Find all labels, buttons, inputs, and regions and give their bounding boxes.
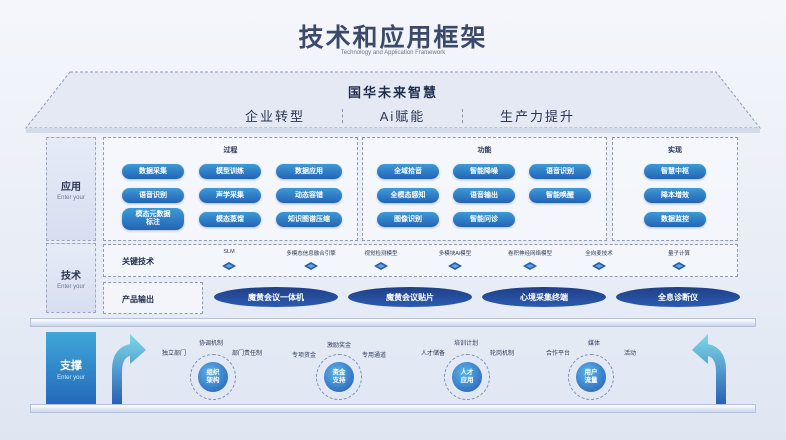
support-label: 人才储备 [421, 351, 446, 357]
tech-item-label: 全向麦技术 [585, 251, 613, 257]
side-label-zh: 支撑 [60, 360, 82, 372]
realize-item: 智慧中枢 [644, 164, 706, 179]
support-label: 培训计划 [454, 341, 479, 347]
support-node: 组织 架构 [188, 352, 238, 402]
side-label-application: 应用 Enter your [46, 137, 96, 241]
support-label: 协调机制 [199, 341, 224, 347]
support-label: 激励奖金 [327, 343, 352, 349]
function-item: 语音输出 [453, 188, 515, 203]
product-row-label: 产品输出 [122, 295, 154, 304]
tech-row-box [103, 244, 738, 277]
function-item: 智能唤醒 [529, 188, 591, 203]
process-item: 数据采集 [122, 164, 184, 179]
product-item: 魔黄会议一体机 [214, 287, 338, 311]
page-title: 技术和应用框架 [298, 24, 488, 52]
process-item: 语音识别 [122, 188, 184, 203]
support-label: 合作平台 [546, 351, 571, 357]
support-ring [190, 354, 236, 400]
chip-icon [672, 262, 686, 270]
support-label: 媒体 [588, 341, 601, 347]
group-title-realize: 实现 [668, 147, 682, 154]
up-arrow-icon [692, 334, 726, 408]
process-item: 模态蒸馏 [199, 212, 261, 227]
roof-separator [462, 108, 464, 123]
process-item: 知识图谱压缩 [276, 212, 342, 227]
roof-items: 企业转型 Ai赋能 生产力提升 [245, 106, 575, 125]
support-label: 活动 [624, 351, 637, 357]
realize-item: 降本增效 [644, 188, 706, 203]
support-label: 部门责任制 [232, 351, 263, 357]
support-node: 用户 流量 [566, 352, 616, 402]
side-label-en: Enter your [57, 194, 85, 201]
support-ring [316, 354, 362, 400]
roof-item: Ai赋能 [379, 109, 426, 124]
function-item: 语音识别 [529, 164, 591, 179]
support-center: 用户 流量 [576, 362, 606, 392]
side-label-en: Enter your [57, 283, 85, 290]
function-item: 图像识别 [377, 212, 439, 227]
support-label: 轮岗机制 [490, 351, 515, 357]
realize-item: 数据监控 [644, 212, 706, 227]
support-label: 独立部门 [162, 351, 187, 357]
process-item: 模型训练 [199, 164, 261, 179]
side-label-en: Enter your [57, 375, 85, 381]
chip-icon [222, 262, 236, 270]
process-item: 动态容错 [276, 188, 342, 203]
function-item: 智能降噪 [453, 164, 515, 179]
product-label: 全息诊断仪 [616, 287, 740, 307]
tech-item-label: 视觉检测模型 [364, 251, 398, 257]
support-label: 专用通道 [362, 353, 387, 359]
roof-shape [24, 71, 762, 133]
tech-item-label: 多模态信息融合引擎 [286, 251, 336, 257]
product-label: 魔黄会议贴片 [348, 287, 472, 307]
chip-icon [523, 262, 537, 270]
roof-separator [341, 108, 343, 123]
process-item: 模态元数据 标注 [122, 208, 184, 230]
product-row-label-box [103, 282, 203, 314]
product-label: 魔黄会议一体机 [214, 287, 338, 307]
side-label-support: 支撑 Enter your [46, 332, 96, 406]
function-item: 智能问诊 [453, 212, 515, 227]
group-title-function: 功能 [477, 147, 492, 154]
support-label: 专项资金 [292, 353, 317, 359]
bottom-platform [30, 404, 756, 413]
tech-item-label: 量子计算 [667, 251, 690, 257]
roof-item: 企业转型 [245, 109, 306, 124]
side-label-technology: 技术 Enter your [46, 243, 96, 313]
tech-row-label: 关键技术 [122, 257, 154, 266]
support-center: 组织 架构 [198, 362, 228, 392]
product-item: 心境采集终端 [482, 287, 606, 311]
process-item: 数据应用 [276, 164, 342, 179]
chip-icon [374, 262, 388, 270]
chip-icon [304, 262, 318, 270]
tech-item-label: 多模块Ai模型 [438, 251, 472, 257]
function-item: 全模态感知 [377, 188, 439, 203]
up-arrow-icon [112, 334, 146, 408]
platform-divider [30, 318, 756, 327]
tech-item-label: 卷积神经网络模型 [507, 251, 552, 257]
support-node: 人才 应用 [442, 352, 492, 402]
support-ring [568, 354, 614, 400]
chip-icon [592, 262, 606, 270]
function-item: 全域拾音 [377, 164, 439, 179]
support-node: 资金 支持 [314, 352, 364, 402]
side-label-zh: 应用 [61, 181, 81, 193]
chip-icon [448, 262, 462, 270]
process-item: 声学采集 [199, 188, 261, 203]
tech-item-label: SLM [223, 249, 235, 255]
roof-item: 生产力提升 [499, 109, 575, 124]
product-item: 全息诊断仪 [616, 287, 740, 311]
roof-headline: 国华未来智慧 [347, 85, 438, 100]
product-item: 魔黄会议贴片 [348, 287, 472, 311]
side-label-zh: 技术 [61, 270, 81, 282]
page-subtitle: Technology and Application Framework [340, 50, 446, 56]
group-title-process: 过程 [223, 147, 238, 154]
support-center: 人才 应用 [452, 362, 482, 392]
support-center: 资金 支持 [324, 362, 354, 392]
support-ring [444, 354, 490, 400]
product-label: 心境采集终端 [482, 287, 606, 307]
